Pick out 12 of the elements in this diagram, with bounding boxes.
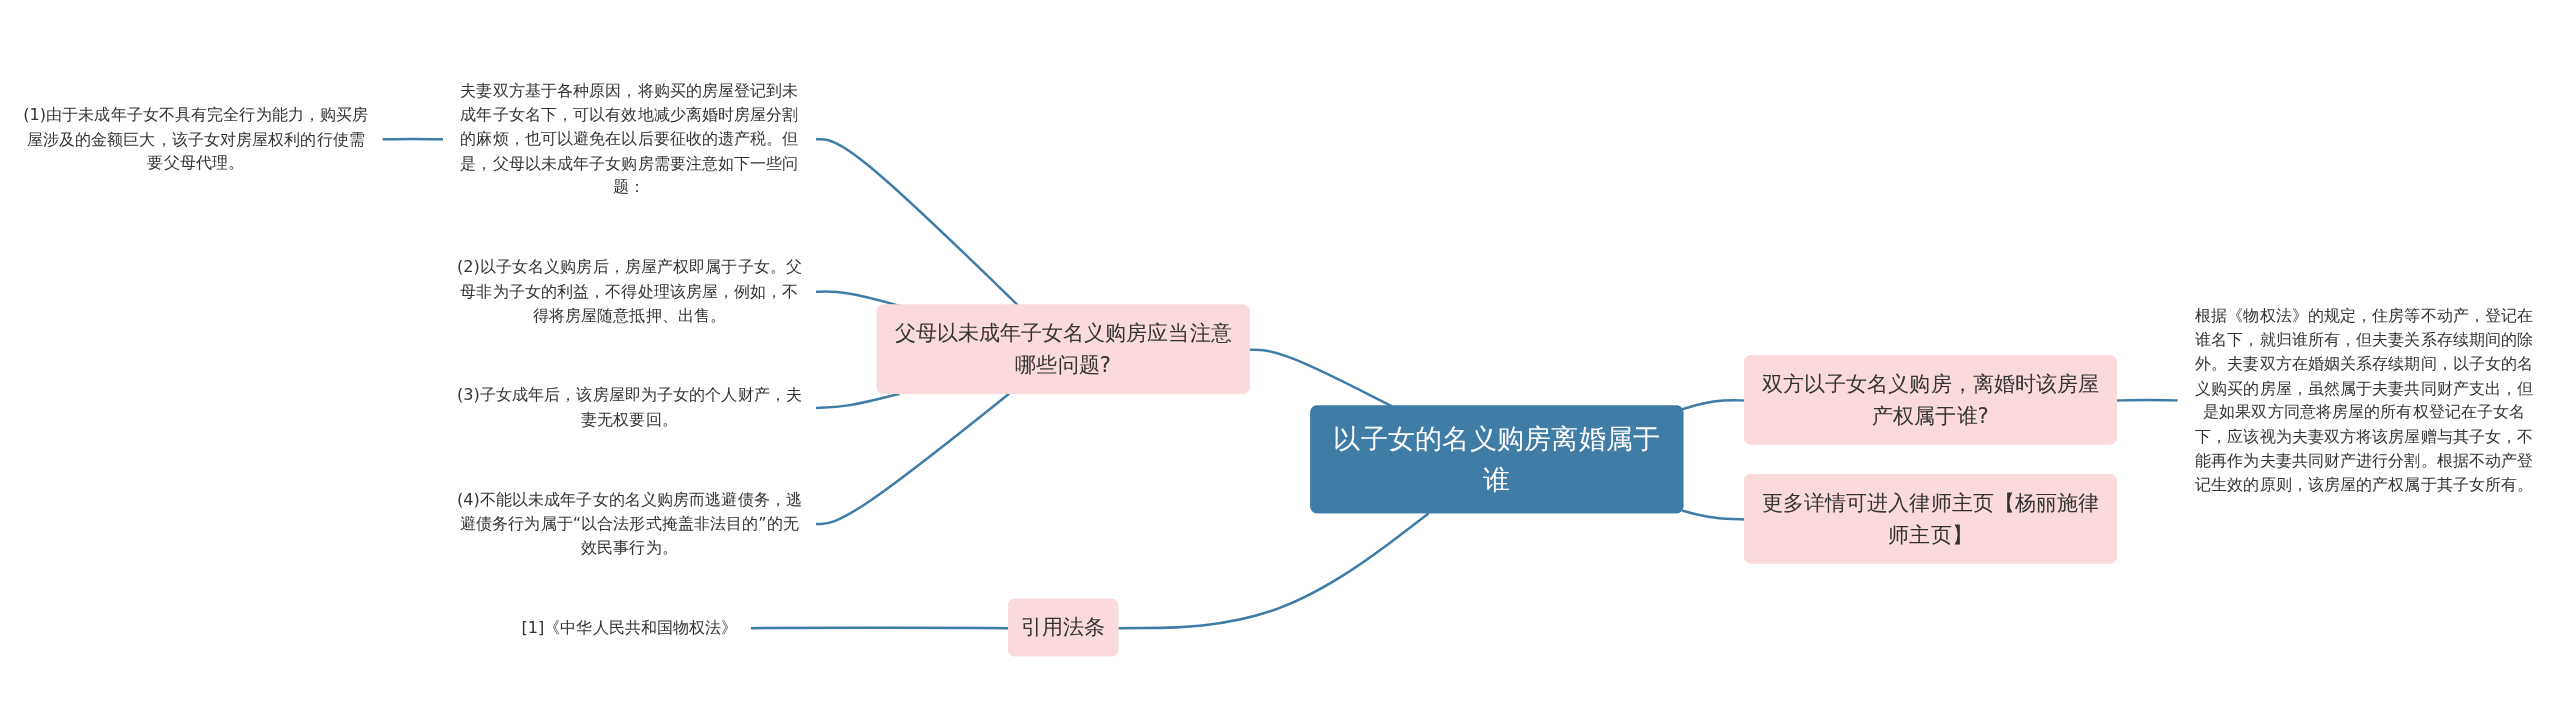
connector [815, 392, 900, 409]
connector [815, 392, 1010, 525]
connector [1118, 511, 1430, 630]
node-text: (1)由于未成年子女不具有完全行为能力，购买房屋涉及的金额巨大，该子女对房屋权利的行使需要父母代理。 [23, 104, 369, 172]
node-text: (4)不能以未成年子女的名义购房而逃避债务，逃避债务行为属于“以合法形式掩盖非法目的”的无效民事行为。 [456, 489, 802, 557]
node-text: 根据《物权法》的规定，住房等不动产，登记在谁名下，就归谁所有，但夫妻关系存续期间的除外。夫妻双方在婚姻关系存续期间，以子女的名义购买的房屋，虽然属于夫妻共同财产支出，但是如果双方同意将房屋的所有权登记在子女名下，应该视为夫妻双方将该房屋赠与其子女，不能再作为夫妻共同财产进行分割。根据不动产登记生效的原则，该房屋的产权属于其子女所有。 [2195, 305, 2534, 494]
connector [815, 137, 1020, 307]
node-text: [1]《中华人民共和国物权法》 [521, 617, 738, 637]
node-text: (3)子女成年后，该房屋即为子女的个人财产，夫妻无权要回。 [456, 385, 802, 429]
node-text: (2)以子女名义购房后，房屋产权即属于子女。父母非为子女的利益，不得处理该房屋，例如，不得将房屋随意抵押、出售。 [456, 257, 802, 324]
node-text: 夫妻双方基于各种原因，将购买的房屋登记到未成年子女名下，可以有效地减少离婚时房屋分割的麻烦，也可以避免在以后要征收的遗产税。但是，父母以未成年子女购房需要注意如下一些问题： [460, 80, 799, 196]
connector [2117, 398, 2179, 402]
